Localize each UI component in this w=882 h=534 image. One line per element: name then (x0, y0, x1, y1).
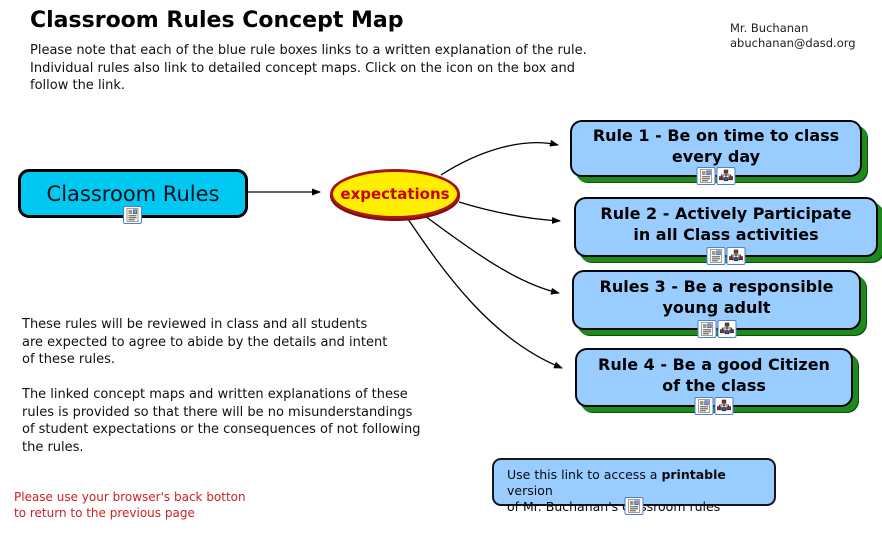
expectations-node: expectations (330, 169, 460, 219)
intro-text: Please note that each of the blue rule b… (30, 43, 587, 93)
note-icon[interactable] (123, 206, 142, 224)
printable-text-before: Use this link to access a (507, 467, 662, 482)
rule-4-label: Rule 4 - Be a good Citizen of the class (598, 354, 830, 395)
concept-map-icon[interactable] (715, 397, 734, 415)
note-icon[interactable] (707, 247, 726, 265)
rule-1-box[interactable]: Rule 1 - Be on time to class every day (570, 120, 862, 177)
rule-1-icons (697, 167, 736, 185)
edge-hub-to-rule1 (440, 139, 559, 176)
rule-2-box[interactable]: Rule 2 - Actively Participate in all Cla… (574, 197, 878, 257)
concept-map-icon[interactable] (717, 167, 736, 185)
contact-info: Mr. Buchanan abuchanan@dasd.org (730, 21, 856, 51)
printable-version-link-box[interactable]: Use this link to access a printable vers… (492, 458, 776, 506)
note-icon[interactable] (697, 320, 716, 338)
rule-4-icons (695, 397, 734, 415)
expectations-label: expectations (340, 185, 450, 203)
notes-paragraph-2: The linked concept maps and written expl… (22, 387, 421, 455)
rule-3-label: Rules 3 - Be a responsible young adult (599, 277, 834, 317)
rule-2-label: Rule 2 - Actively Participate in all Cla… (600, 204, 852, 244)
classroom-rules-label: Classroom Rules (46, 181, 220, 206)
edge-hub-to-rule3 (424, 215, 560, 295)
notes-paragraph-1: These rules will be reviewed in class an… (22, 317, 388, 367)
note-icon[interactable] (625, 497, 644, 515)
back-button-warning: Please use your browser's back botton to… (14, 490, 246, 520)
contact-email: abuchanan@dasd.org (730, 36, 856, 50)
edge-hub-to-rule2 (458, 201, 561, 224)
rule-4-box[interactable]: Rule 4 - Be a good Citizen of the class (575, 348, 853, 407)
rule-1-label: Rule 1 - Be on time to class every day (592, 125, 840, 166)
rule-2-icons (707, 247, 746, 265)
printable-bold-word: printable (661, 467, 726, 482)
concept-map-icon[interactable] (727, 247, 746, 265)
note-icon[interactable] (695, 397, 714, 415)
printable-text-after: version (507, 483, 553, 498)
rule-3-box[interactable]: Rules 3 - Be a responsible young adult (572, 270, 861, 330)
printable-line-1: Use this link to access a printable vers… (507, 467, 774, 499)
rule-3-icons (697, 320, 736, 338)
contact-name: Mr. Buchanan (730, 21, 809, 35)
printable-line-2: of Mr. Buchanan's classroom rules (507, 499, 721, 514)
concept-map-icon[interactable] (717, 320, 736, 338)
note-icon[interactable] (697, 167, 716, 185)
page-title: Classroom Rules Concept Map (30, 8, 404, 33)
edge-hub-to-rule4 (407, 218, 563, 369)
